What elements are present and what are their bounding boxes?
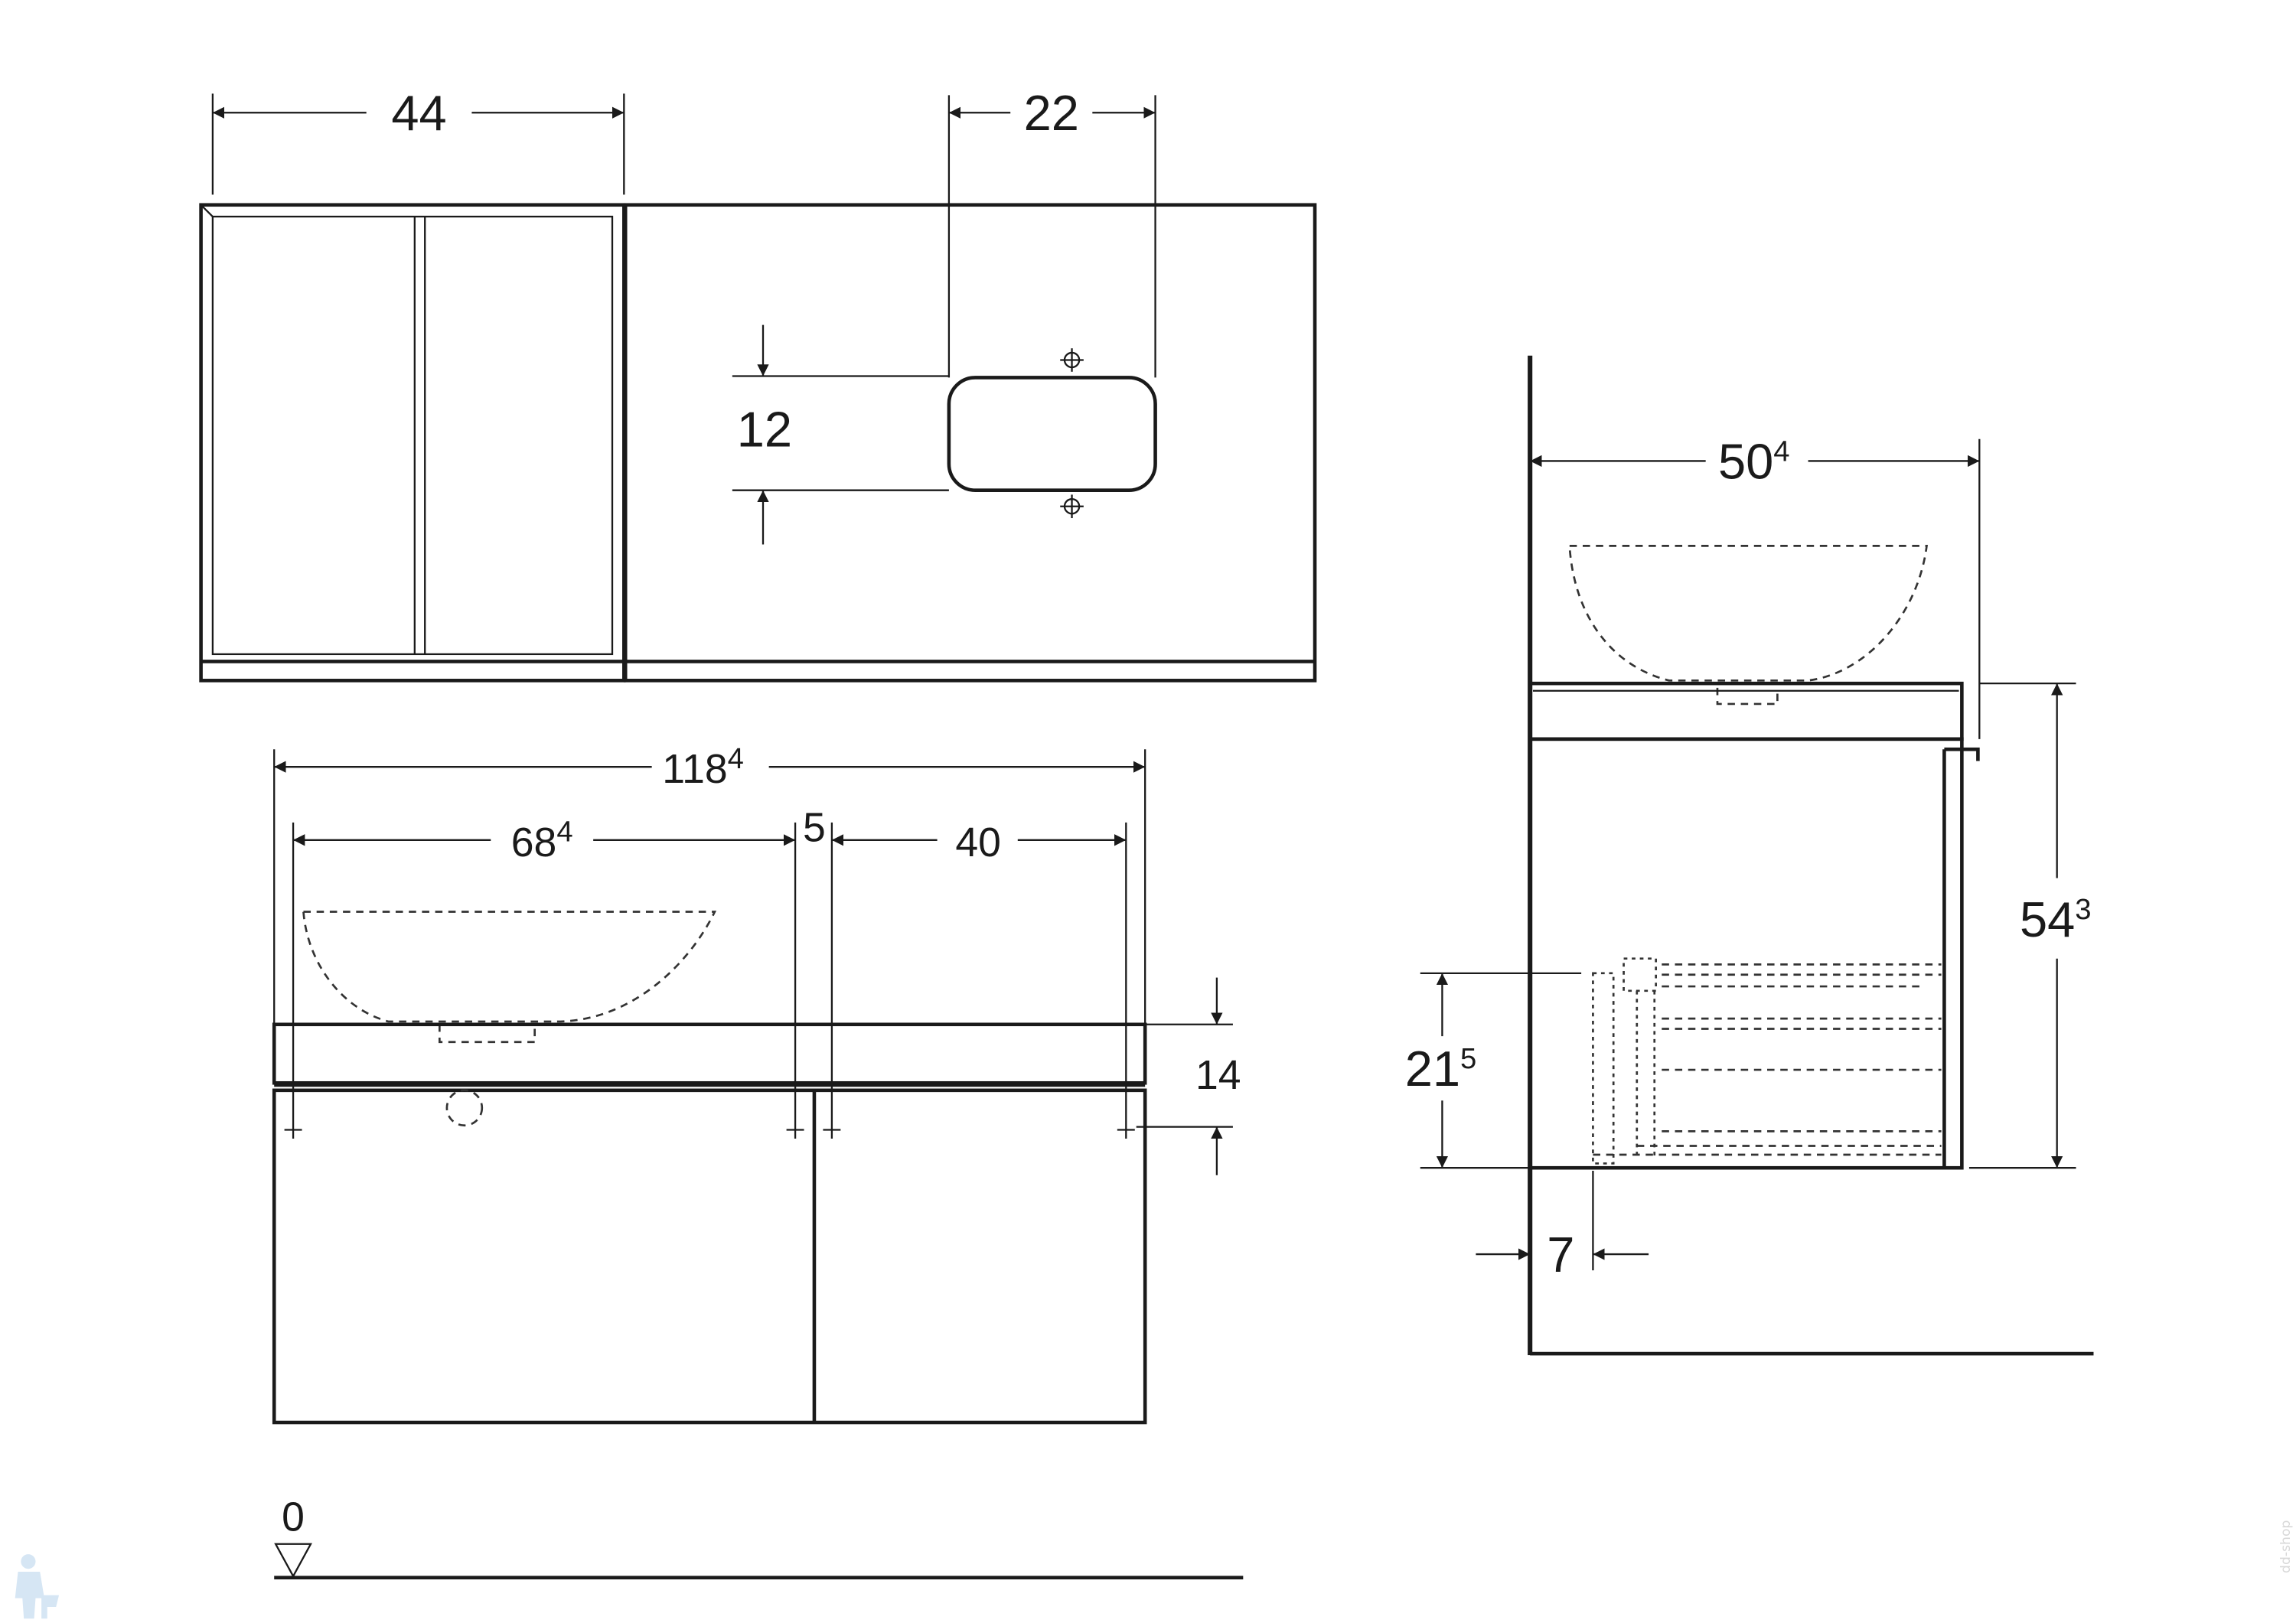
shop-watermark: dd-shop <box>2278 1520 2294 1573</box>
countertop-outline <box>623 203 1317 683</box>
dim-depth-label: 504 <box>1718 433 1790 489</box>
vessel-basin-side-dashed <box>1568 545 1928 682</box>
countertop <box>272 1022 1147 1085</box>
mounting-point-icon <box>284 1121 1135 1139</box>
tap-hole-crosshair-icon <box>1060 348 1084 519</box>
floor-level-label: 0 <box>282 1495 305 1540</box>
side-cabinet-outline <box>199 203 626 683</box>
dim-top-thickness-label: 14 <box>1195 1053 1241 1098</box>
side-countertop <box>1528 681 1964 741</box>
dim-drain-height-label: 215 <box>1405 1041 1477 1097</box>
drawer-internals-dashed <box>1592 957 1942 1165</box>
handle <box>1944 747 1980 761</box>
siphon-dashed <box>445 1089 484 1127</box>
vessel-basin-dashed <box>302 911 717 1023</box>
floor-level-triangle-icon <box>274 1543 312 1579</box>
dim-wall-gap-label: 7 <box>1547 1227 1574 1282</box>
side-cabinet-body <box>1528 737 1964 1170</box>
dim-basin-section-label: 684 <box>511 816 573 865</box>
side-view: 504 543 215 7 <box>1405 355 2094 1356</box>
dim-12-label: 12 <box>737 401 792 457</box>
dim-overall-width-label: 1184 <box>662 742 744 792</box>
dim-height-label: 543 <box>2020 891 2092 947</box>
dim-44-label: 44 <box>391 85 446 141</box>
basin-cutout <box>947 376 1157 492</box>
cabinet-body <box>272 1088 1147 1425</box>
dim-gap-label: 5 <box>803 806 826 851</box>
dim-22-label: 22 <box>1024 85 1079 141</box>
top-view: 44 22 12 <box>199 85 1317 683</box>
dim-cabinet-section-label: 40 <box>955 820 1001 865</box>
side-cabinet-inner-frame <box>211 215 614 656</box>
front-view: 1184 684 5 40 14 0 <box>272 742 1244 1580</box>
plumber-watermark-logo <box>15 1554 60 1619</box>
